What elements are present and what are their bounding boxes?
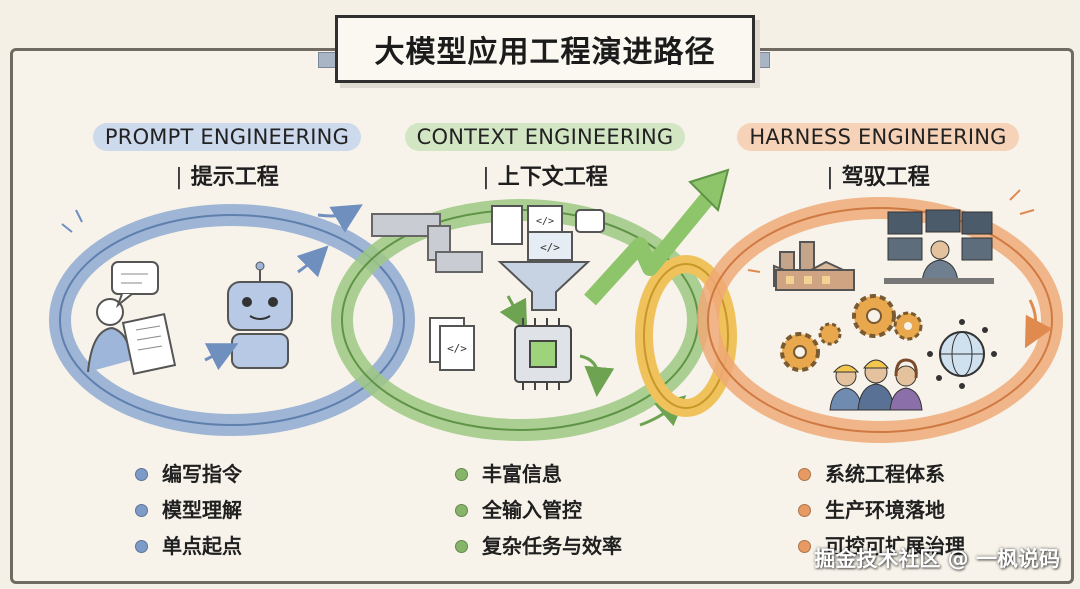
list-item: 生产环境落地 [798, 492, 965, 528]
prompt-bullet-list: 编写指令 模型理解 单点起点 [135, 456, 242, 564]
watermark: 掘金技术社区 @ 一枫说码 [814, 547, 1060, 571]
pipe-icon [371, 213, 483, 273]
list-item: 系统工程体系 [798, 456, 965, 492]
bullet-dot [798, 503, 811, 517]
stage-harness-en: HARNESS ENGINEERING [737, 123, 1019, 151]
separator: | [175, 165, 183, 190]
svg-text:</>: </> [536, 216, 554, 227]
list-item: 全输入管控 [455, 492, 622, 528]
gear-icon [780, 294, 923, 372]
growth-arrow [584, 189, 717, 306]
funnel-icon [497, 261, 591, 332]
list-item: 编写指令 [135, 456, 242, 492]
svg-text:</>: </> [447, 342, 467, 355]
link-ring-outline [643, 263, 729, 409]
stage-prompt-zh: 提示工程 [190, 165, 279, 190]
bullet-dot [455, 503, 468, 517]
context-bullet-list: 丰富信息 全输入管控 复杂任务与效率 [455, 456, 622, 564]
factory-icon [773, 241, 855, 291]
sparkle-marks-blue [61, 209, 83, 233]
monitor-operator-icon [884, 209, 994, 284]
separator: | [482, 165, 490, 190]
harness-loop [697, 197, 1063, 443]
list-item: 单点起点 [135, 528, 242, 564]
stage-prompt-header: PROMPT ENGINEERING | 提示工程 [62, 123, 392, 191]
stage-harness-header: HARNESS ENGINEERING | 驾驭工程 [728, 123, 1028, 191]
globe-network-icon [927, 319, 997, 389]
list-item: 可控可扩展治理 [798, 528, 965, 564]
team-icon [829, 358, 923, 411]
code-window-icon: </> </> [527, 205, 605, 261]
svg-text:</>: </> [540, 241, 560, 254]
bullet-dot [135, 539, 148, 553]
sparkle-marks [747, 189, 1035, 273]
bullet-dot [135, 467, 148, 481]
stage-harness-zh: 驾驭工程 [841, 165, 930, 190]
document-icon: </> [429, 205, 523, 371]
bullet-dot [455, 467, 468, 481]
stage-context-header: CONTEXT ENGINEERING | 上下文工程 [400, 123, 690, 191]
list-item: 模型理解 [135, 492, 242, 528]
harness-bullet-list: 系统工程体系 生产环境落地 可控可扩展治理 [798, 456, 965, 564]
separator: | [826, 165, 834, 190]
list-item: 丰富信息 [455, 456, 622, 492]
bullet-dot [455, 539, 468, 553]
list-item: 复杂任务与效率 [455, 528, 622, 564]
stage-context-en: CONTEXT ENGINEERING [404, 123, 686, 151]
robot-icon [204, 245, 329, 371]
bullet-dot [135, 503, 148, 517]
stage-prompt-en: PROMPT ENGINEERING [92, 123, 362, 151]
page-title: 大模型应用工程演进路径 [335, 15, 755, 83]
stage-context-zh: 上下文工程 [497, 165, 608, 190]
bullet-dot [798, 467, 811, 481]
growth-arrow-head [688, 168, 730, 212]
speech-bubble-icon [111, 261, 159, 308]
person-writing-icon [87, 298, 177, 375]
prompt-loop [49, 204, 415, 436]
chip-icon [514, 318, 615, 397]
bullet-dot [798, 539, 811, 553]
